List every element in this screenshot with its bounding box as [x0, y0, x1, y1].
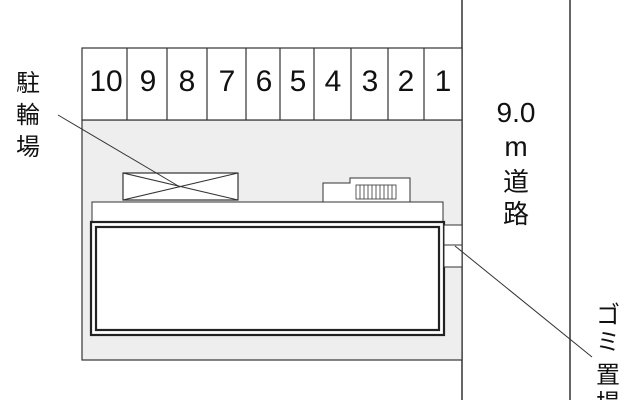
building-inner-wall — [94, 225, 441, 332]
garbage-leader — [454, 245, 593, 358]
building-top-strip — [91, 201, 444, 223]
road-width-value: 9.0 — [497, 97, 536, 128]
road-width-unit: m — [504, 131, 527, 162]
main-building — [89, 220, 446, 337]
parking-row: 10 9 8 7 6 5 4 3 2 1 — [81, 47, 463, 121]
bicycle-parking-box — [122, 172, 239, 201]
parking-row-frame — [81, 47, 463, 121]
parking-space-number: 3 — [362, 65, 379, 98]
parking-space-number: 7 — [219, 65, 236, 98]
bicycle-parking-leader — [57, 114, 181, 188]
garbage-char: ゴ — [596, 302, 620, 329]
garbage-label: ゴ ミ 置 場 — [596, 302, 620, 400]
bicycle-parking-cross — [122, 172, 239, 201]
road-char: 路 — [503, 199, 529, 229]
bicycle-parking-label: 駐 輪 場 — [16, 70, 40, 161]
garbage-char: ミ — [596, 329, 620, 356]
garbage-area-box — [443, 224, 463, 246]
bicycle-parking-char: 駐 — [16, 70, 40, 97]
parking-space-number: 5 — [290, 65, 307, 98]
garbage-area-box-lower — [443, 244, 463, 268]
bicycle-parking-char: 輪 — [16, 102, 40, 129]
parking-space-number: 8 — [179, 65, 196, 98]
stair — [322, 177, 411, 203]
parking-space-number: 10 — [89, 65, 122, 98]
parking-space-number: 2 — [398, 65, 415, 98]
garbage-char: 置 — [596, 362, 620, 389]
parking-space-number: 9 — [140, 65, 157, 98]
parking-space-number: 4 — [325, 65, 342, 98]
road-char: 道 — [503, 167, 529, 197]
parking-space-number: 6 — [256, 65, 273, 98]
road-label: 9.0 m 道 路 — [497, 97, 536, 229]
parking-space-number: 1 — [435, 65, 452, 98]
bicycle-parking-char: 場 — [16, 134, 40, 161]
garbage-char: 場 — [596, 390, 620, 400]
